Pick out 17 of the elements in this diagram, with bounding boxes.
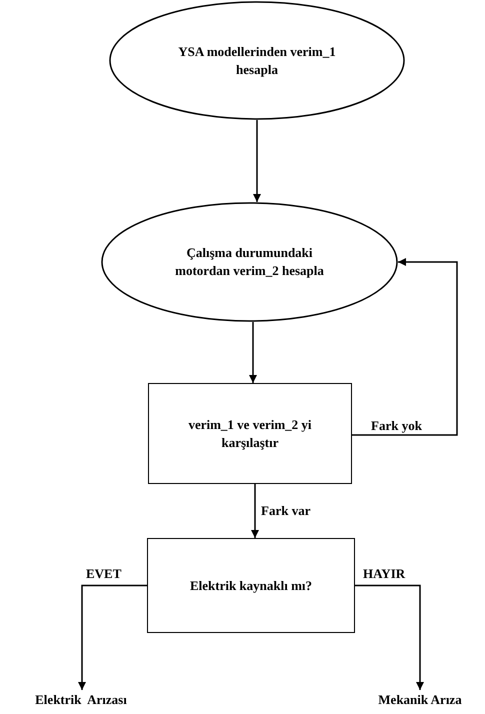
outcome-text: Elektrik Arızası <box>35 691 127 709</box>
node-text: YSA modellerinden verim_1 hesapla <box>177 42 337 78</box>
process-box <box>148 383 352 484</box>
arrow <box>249 322 257 383</box>
arrow <box>78 584 147 690</box>
process-ellipse <box>101 202 398 322</box>
node-text: Elektrik kaynaklı mı? <box>190 576 312 594</box>
arrow <box>352 258 458 436</box>
outcome-text: Mekanik Arıza <box>378 691 462 709</box>
arrow <box>251 484 259 538</box>
node-text: Çalışma durumundaki motordan verim_2 hesapla <box>174 244 325 280</box>
node-text: verim_1 ve verim_2 yi karşılaştır <box>187 416 313 452</box>
arrow <box>253 120 261 202</box>
edge-label: Fark yok <box>370 418 423 434</box>
process-box <box>147 538 355 633</box>
arrow <box>355 584 424 690</box>
process-ellipse <box>109 1 405 120</box>
